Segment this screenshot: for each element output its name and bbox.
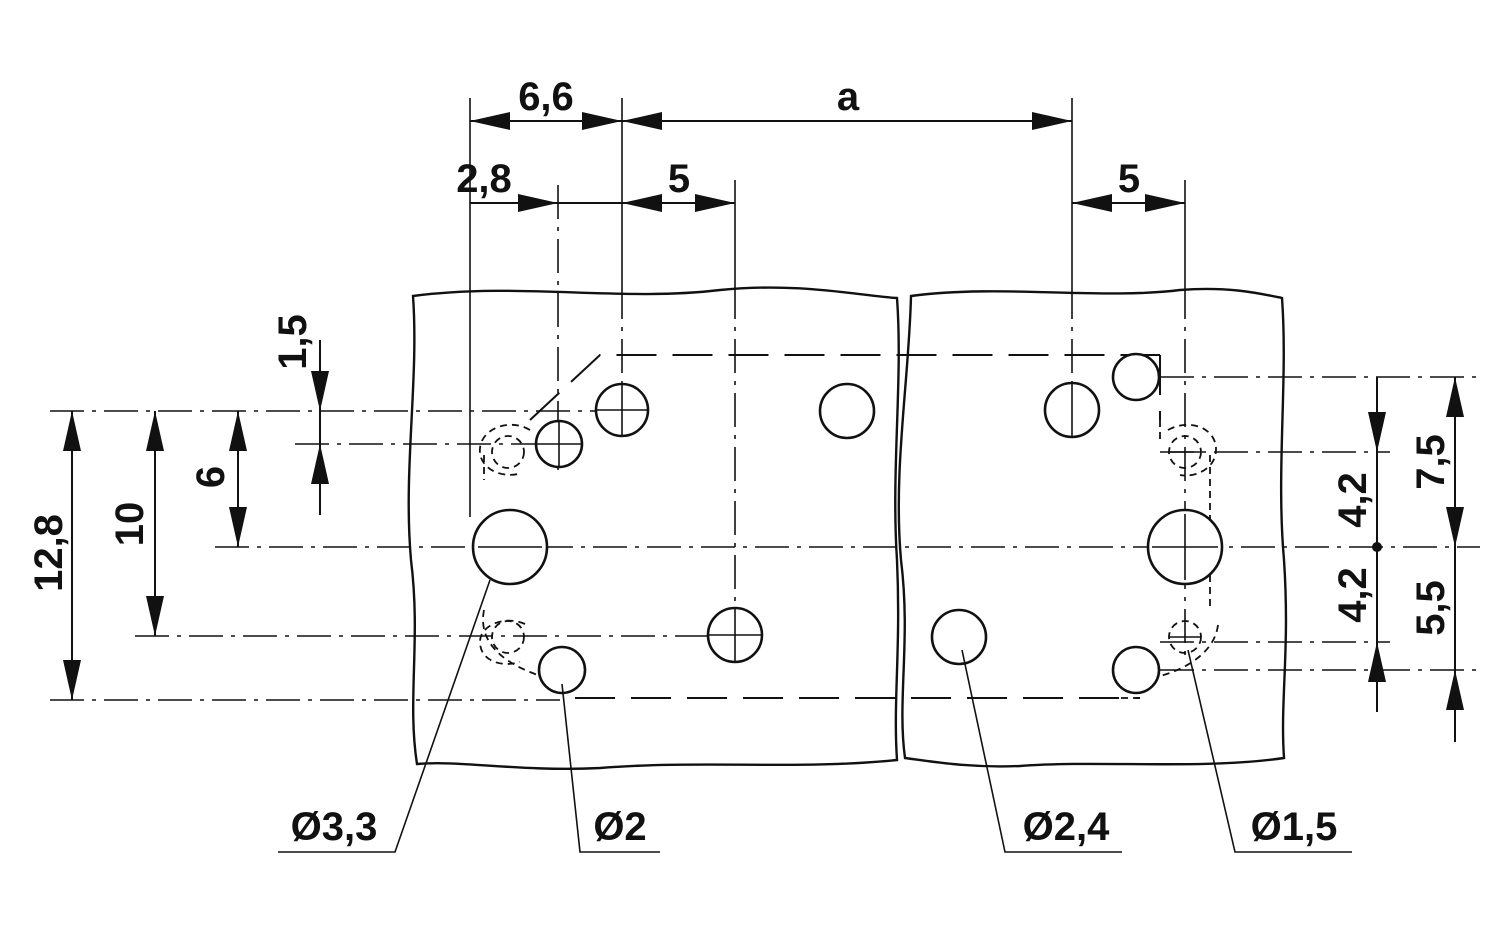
hole-hidden-right-lower <box>1168 620 1202 654</box>
dim-label-4-2-upper: 4,2 <box>1331 472 1375 528</box>
leader-d2 <box>561 683 660 853</box>
dim-label-5-5: 5,5 <box>1409 580 1453 636</box>
hole-top-left-a <box>594 382 650 438</box>
label-hole-d1-5: Ø1,5 <box>1251 805 1338 849</box>
hole-hidden-left-lower <box>479 619 526 665</box>
hole-large-right <box>1146 508 1224 586</box>
board-outline-right <box>897 287 1288 768</box>
dim-label-a: a <box>837 75 860 119</box>
hole-top-left-b <box>534 419 584 469</box>
dim-label-6-6: 6,6 <box>518 75 574 119</box>
label-hole-d2-4: Ø2,4 <box>1023 805 1110 849</box>
label-hole-d3-3: Ø3,3 <box>291 805 378 849</box>
dim-label-12-8: 12,8 <box>27 514 71 592</box>
dim-label-4-2-lower: 4,2 <box>1331 567 1375 623</box>
hole-bottom-right <box>1111 645 1161 695</box>
dim-label-10: 10 <box>108 502 152 547</box>
leader-d3-3 <box>278 579 491 853</box>
hole-top-right-b <box>1111 352 1161 402</box>
label-hole-d2: Ø2 <box>593 805 646 849</box>
hole-large-left <box>471 508 549 586</box>
dim-label-7-5: 7,5 <box>1409 434 1453 490</box>
hole-hidden-left-upper <box>479 423 531 476</box>
housing-notch-left <box>482 455 546 679</box>
hole-mid-left-lower <box>706 606 764 664</box>
leader-d2-4 <box>961 649 1122 853</box>
dim-label-2-8: 2,8 <box>456 157 512 201</box>
board-outline-left <box>407 286 900 771</box>
leader-d1-5 <box>1187 649 1352 853</box>
dim-label-1-5: 1,5 <box>271 314 315 370</box>
hole-top-left-c <box>818 382 876 440</box>
housing-outline-top <box>529 354 1160 421</box>
hole-bottom-left <box>537 645 587 695</box>
dim-label-6: 6 <box>189 466 233 488</box>
hole-hidden-right-upper <box>1167 423 1217 477</box>
dim-label-5-left: 5 <box>668 157 690 201</box>
hole-top-right-a <box>1043 381 1101 439</box>
dim-label-5-right: 5 <box>1118 157 1140 201</box>
hole-mid-right-lower <box>930 608 988 666</box>
